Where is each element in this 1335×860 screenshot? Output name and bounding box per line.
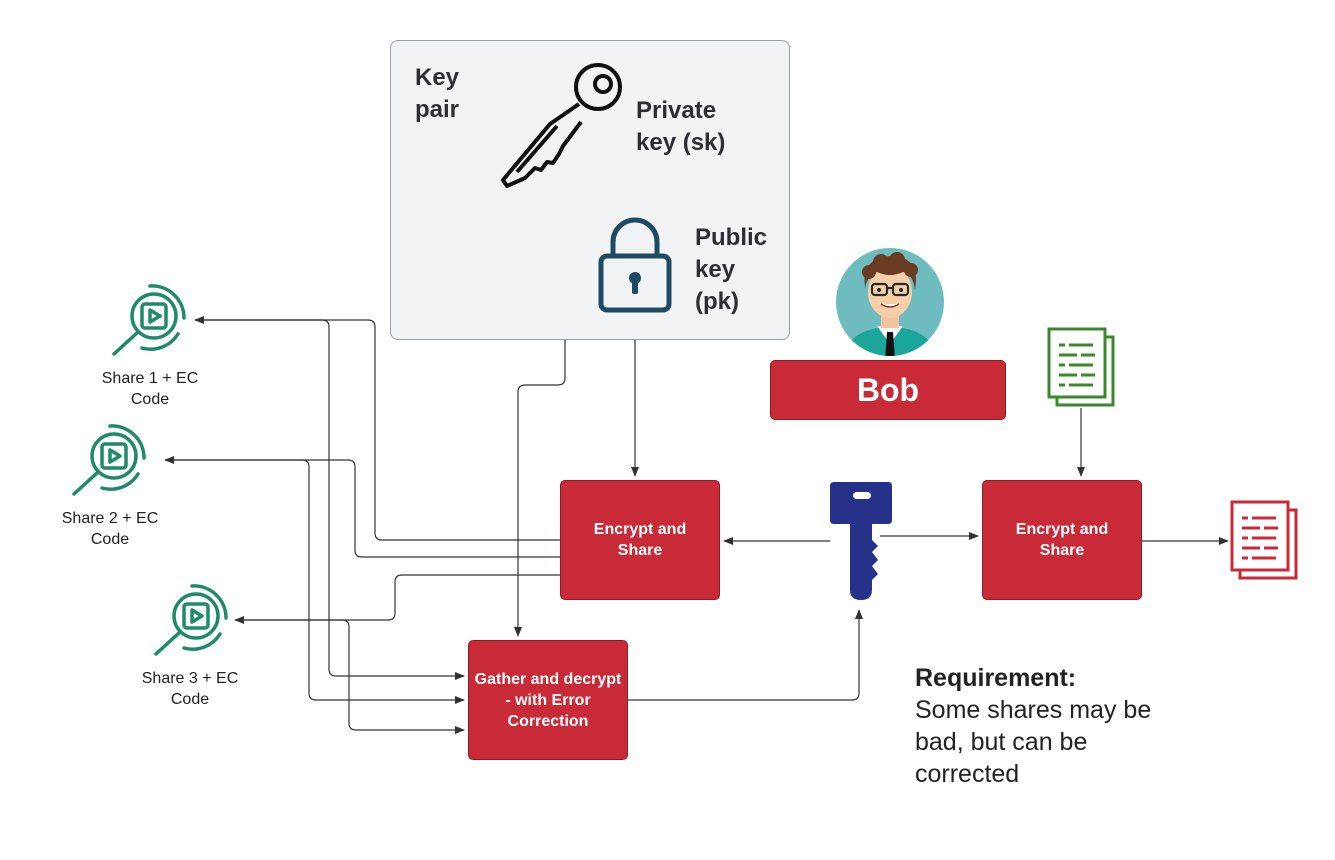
private-key-icon: [501, 63, 622, 188]
keypair-title: Key pair: [415, 64, 460, 123]
arrow-share2-to-gather: [165, 459, 465, 704]
arrow-encrypt-to-share2: [164, 456, 560, 558]
arrow-private-key-to-gather: [514, 148, 566, 637]
public-key-label: Public key (pk): [695, 224, 768, 315]
arrow-share3-to-gather: [235, 619, 465, 734]
arrow-gather-to-key: [628, 609, 863, 701]
share-3-label: Share 3 + EC Code: [141, 670, 239, 708]
encrypt-share-right-label: Encrypt and Share: [1015, 521, 1109, 559]
avatar-icon: [836, 248, 944, 356]
encrypt-share-left-label: Encrypt and Share: [593, 521, 687, 559]
share-2-label: Share 2 + EC Code: [61, 510, 159, 548]
share-3-icon[interactable]: [148, 580, 232, 660]
gather-decrypt-box[interactable]: Gather and decrypt - with Error Correcti…: [468, 640, 628, 760]
encrypt-share-box-left[interactable]: Encrypt and Share: [560, 480, 720, 600]
arrow-share1-to-gather: [195, 319, 465, 680]
document-green-icon: [1047, 327, 1115, 407]
key-filled-icon: [830, 482, 892, 600]
share-1-icon[interactable]: [106, 280, 190, 360]
requirement-text: Some shares may be bad, but can be corre…: [915, 696, 1152, 788]
requirement-title: Requirement:: [915, 664, 1077, 692]
encrypt-share-box-right[interactable]: Encrypt and Share: [982, 480, 1142, 600]
document-red-icon: [1230, 500, 1298, 580]
padlock-icon: [598, 217, 672, 313]
bob-name-box: Bob: [770, 360, 1006, 420]
keypair-container: [390, 40, 790, 340]
private-key-label: Private key (sk): [636, 97, 726, 156]
arrow-encrypt-to-share3: [234, 574, 560, 624]
share-2-icon[interactable]: [66, 420, 150, 500]
share-1-label: Share 1 + EC Code: [101, 370, 199, 408]
requirement-note: Requirement: Some shares may be bad, but…: [915, 662, 1215, 790]
gather-decrypt-label: Gather and decrypt - with Error Correcti…: [474, 670, 622, 730]
arrow-encrypt-to-share1: [194, 316, 560, 541]
